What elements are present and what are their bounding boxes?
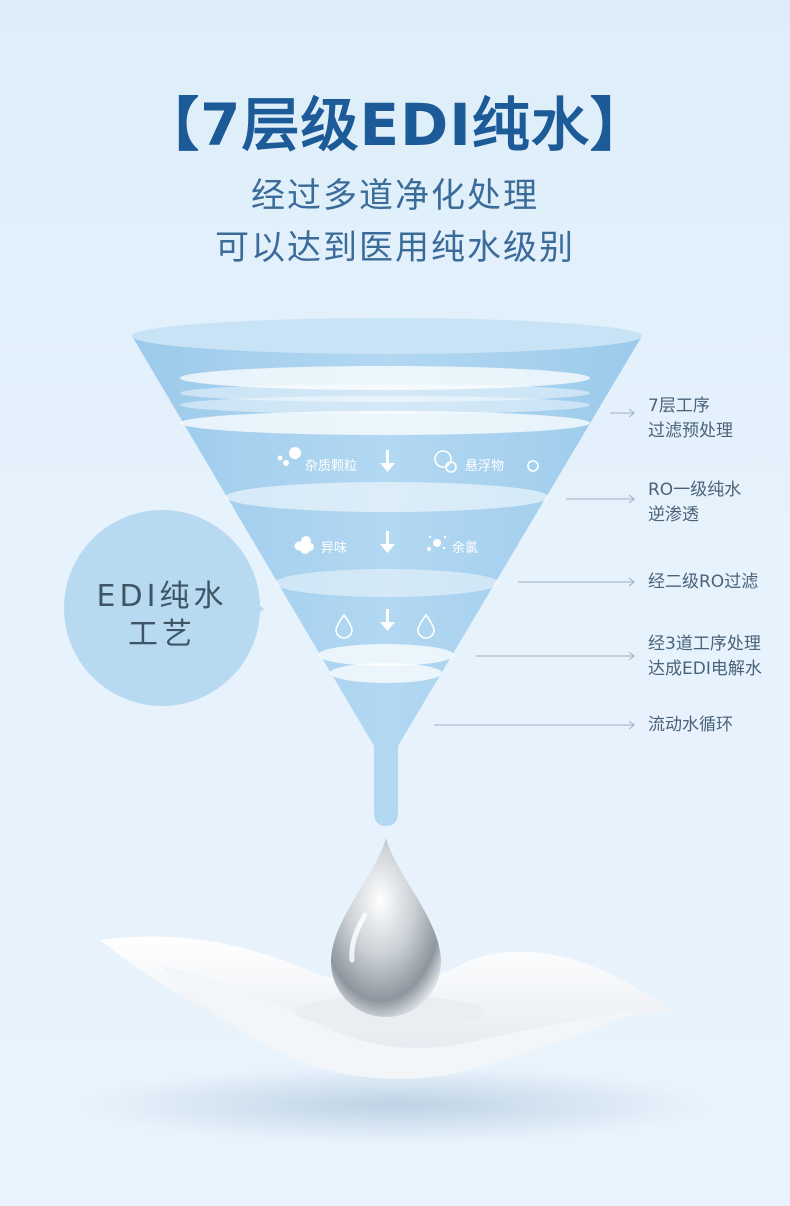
filter-layer xyxy=(318,644,454,666)
stage-label-4: 经3道工序处理 达成EDI电解水 xyxy=(648,632,762,682)
edi-bubble xyxy=(64,510,264,706)
odor-icon xyxy=(294,536,314,554)
particles-icon xyxy=(277,447,301,466)
leader-line xyxy=(610,408,635,418)
chlorine-icon xyxy=(427,535,447,551)
suspended-label: 悬浮物 xyxy=(465,459,505,474)
leader-line xyxy=(476,651,635,661)
water-drop xyxy=(331,838,441,1017)
stage-1-line-1: 7层工序 xyxy=(648,396,710,416)
page-title: 【7层级EDI纯水】 xyxy=(141,91,649,159)
stage-label-2: RO一级纯水 逆渗透 xyxy=(648,478,741,528)
leader-line xyxy=(434,720,635,730)
bubble-line-2: 工艺 xyxy=(128,617,196,652)
stage-2-line-1: RO一级纯水 xyxy=(648,480,742,500)
down-arrow-icon xyxy=(380,609,395,631)
stage-1-line-2: 过滤预处理 xyxy=(648,421,733,441)
chlorine-label: 余氯 xyxy=(452,541,479,556)
filter-layer xyxy=(180,366,590,390)
funnel xyxy=(132,318,642,826)
stage-5-line-1: 流动水循环 xyxy=(648,715,733,735)
stage-label-1: 7层工序 过滤预处理 xyxy=(648,394,733,444)
filter-layer xyxy=(275,569,499,597)
subtitle-line-1: 经过多道净化处理 xyxy=(251,176,539,216)
filter-layer xyxy=(330,663,442,683)
filter-layer xyxy=(180,384,590,402)
stage-4-line-2: 达成EDI电解水 xyxy=(648,659,762,679)
leader-line xyxy=(518,577,635,587)
filter-layer xyxy=(225,482,549,512)
stage-label-5: 流动水循环 xyxy=(648,713,733,738)
stage-label-3: 经二级RO过滤 xyxy=(648,570,758,595)
stage-3-line-1: 经二级RO过滤 xyxy=(648,572,759,592)
stage-4-line-1: 经3道工序处理 xyxy=(648,634,761,654)
fabric-shadow xyxy=(85,1067,705,1143)
impurity-label: 杂质颗粒 xyxy=(305,459,358,474)
down-arrow-icon xyxy=(380,450,395,472)
filter-layer xyxy=(180,411,590,435)
droplet-icon xyxy=(417,613,435,639)
bubbles-icon xyxy=(434,450,539,473)
leader-line xyxy=(566,494,635,504)
filter-layer xyxy=(180,396,590,414)
bubble-line-1: EDI纯水 xyxy=(96,579,228,614)
droplet-icon xyxy=(335,613,353,639)
stage-2-line-2: 逆渗透 xyxy=(648,505,699,525)
subtitle-line-2: 可以达到医用纯水级别 xyxy=(215,228,575,268)
down-arrow-icon xyxy=(380,531,395,553)
odor-label: 异味 xyxy=(321,541,348,556)
